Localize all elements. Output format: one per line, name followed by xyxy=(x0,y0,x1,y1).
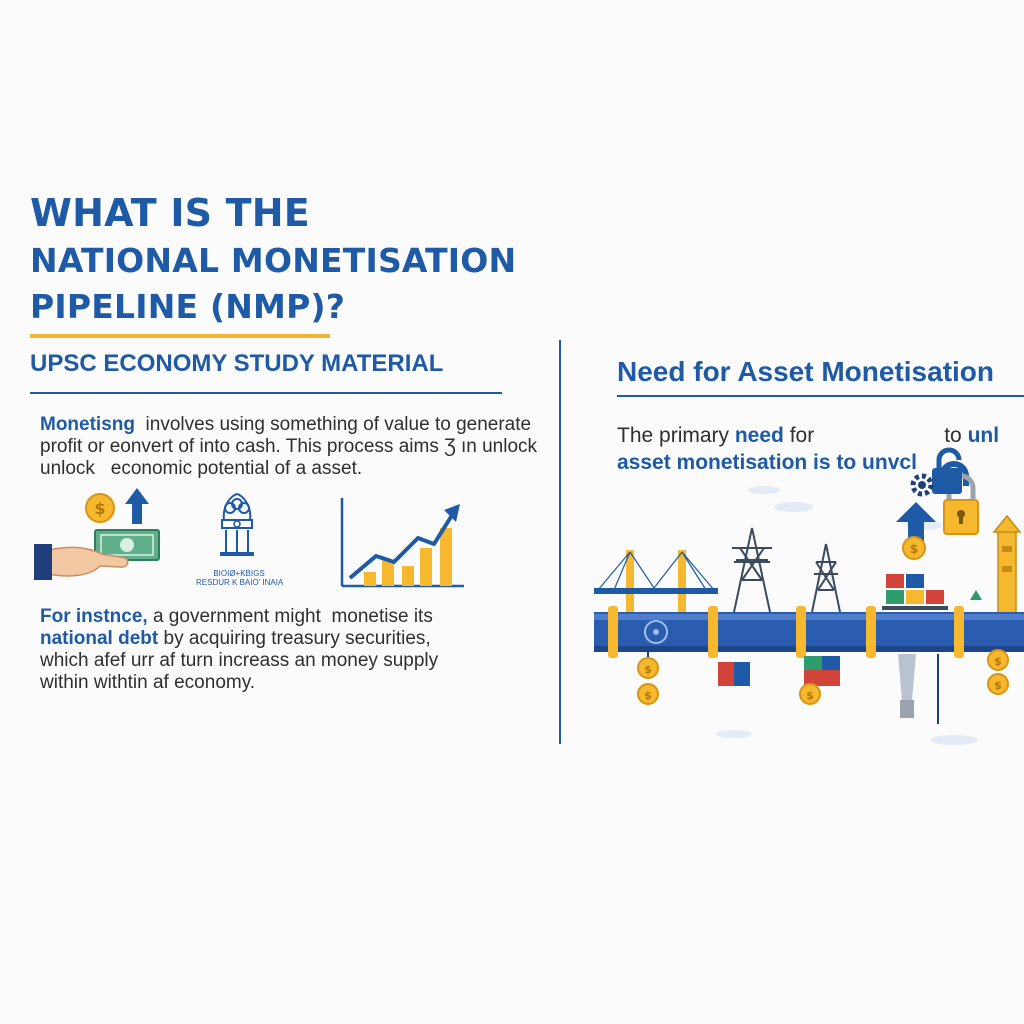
transmission-tower-icon xyxy=(811,543,841,613)
para2-line3: which afef urr af turn increass an money… xyxy=(40,650,439,671)
svg-text:$: $ xyxy=(94,499,105,518)
need-line1-mid: mary xyxy=(682,424,735,447)
para2-line4: within withtin af economy. xyxy=(40,672,256,693)
para1-line2: profit or eonvert of into cash. This pro… xyxy=(40,436,538,457)
national-debt-term: national debt xyxy=(40,628,159,649)
definition-paragraph: Monetisng involves using something of va… xyxy=(40,414,537,480)
banknote-icon xyxy=(94,529,160,561)
dollar-coin-icon: $ $ xyxy=(637,652,659,705)
need-term: need xyxy=(734,424,784,447)
hand-cash-illustration: $ xyxy=(34,488,160,580)
monetising-term: Monetisng xyxy=(40,414,135,435)
pipeline-icon xyxy=(594,606,1024,658)
para1-line3: unlock economic potential of a asset. xyxy=(40,458,363,479)
need-section-title: Need for Asset Monetisation xyxy=(617,356,995,387)
trend-arrow-icon xyxy=(348,504,460,580)
svg-text:$: $ xyxy=(994,679,1002,692)
dollar-coin-icon: $ $ xyxy=(987,649,1009,695)
example-lead: For instnce, xyxy=(40,606,148,627)
para2-line2: by acquiring treasury securities, xyxy=(158,628,431,649)
pipeline-illustration: $ xyxy=(594,447,1024,745)
need-line1-end: to xyxy=(944,424,968,447)
svg-text:$: $ xyxy=(644,663,652,676)
need-line2: asset monetisation is to unvcl xyxy=(617,451,917,474)
padlock-icon xyxy=(932,447,962,494)
title-line-3: PIPELINE (NMP)? xyxy=(30,287,346,326)
need-line1-rest: for xyxy=(783,424,815,447)
need-line1-start: The pri xyxy=(617,424,683,447)
lighthouse-icon xyxy=(992,514,1022,615)
dollar-coin-icon: $ xyxy=(85,493,115,523)
up-arrow-icon: $ xyxy=(896,502,936,560)
container-stack-icon xyxy=(882,574,948,610)
title-underline xyxy=(30,334,330,338)
title-line-1: WHAT IS THE xyxy=(30,191,310,235)
container-stack-icon xyxy=(718,656,840,686)
svg-text:$: $ xyxy=(644,689,652,702)
lighthouse-icon xyxy=(898,654,916,718)
dollar-coin-icon: $ xyxy=(799,683,821,705)
subtitle-underline xyxy=(30,392,502,394)
emblem-caption-line-2: RESDUR K BAIO' INAIA xyxy=(196,578,284,587)
transmission-tower-icon xyxy=(732,527,772,613)
need-section-underline xyxy=(617,395,1024,397)
page-subtitle: UPSC ECONOMY STUDY MATERIAL xyxy=(30,350,444,377)
up-arrow-icon xyxy=(125,488,149,524)
need-paragraph: The primary need for to unl asset monetis… xyxy=(617,422,999,476)
need-line1-end-bold: unl xyxy=(967,424,1000,447)
para1-line1: involves using something of value to gen… xyxy=(135,414,532,435)
svg-text:$: $ xyxy=(994,655,1002,668)
svg-text:$: $ xyxy=(806,689,814,702)
bridge-icon xyxy=(594,550,718,612)
emblem-caption-line-1: BIOIØ+KBIGS xyxy=(213,569,265,578)
svg-text:$: $ xyxy=(910,542,918,556)
gear-icon xyxy=(910,473,934,497)
column-divider xyxy=(559,340,561,744)
example-paragraph: For instnce, a government might monetise… xyxy=(40,606,438,694)
para2-line1: a government might monetise its xyxy=(147,606,433,627)
emblem-caption: BIOIØ+KBIGS RESDUR K BAIO' INAIA xyxy=(196,569,284,587)
emblem-icon xyxy=(220,492,254,556)
title-line-2: NATIONAL MONETISATION xyxy=(30,241,517,280)
bar-chart-icon xyxy=(340,498,464,588)
page-title: WHAT IS THE NATIONAL MONETISATION PIPELI… xyxy=(30,190,516,330)
hand-icon xyxy=(34,544,129,580)
